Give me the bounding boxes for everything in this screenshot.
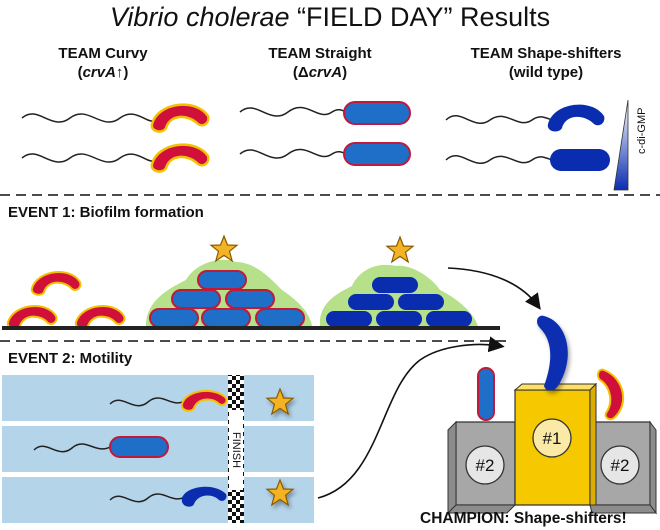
- lane-3-racer: [109, 479, 294, 507]
- title-species: Vibrio cholerae: [109, 2, 290, 32]
- flagellum: [445, 114, 553, 124]
- curved-cell: [181, 486, 227, 507]
- podium-second-left-label: #2: [476, 456, 495, 475]
- lane-1-racer: [109, 388, 294, 415]
- curved-cell: [74, 304, 126, 330]
- curved-cell: [30, 270, 82, 296]
- rod-cell: [343, 142, 411, 166]
- curved-cell: [547, 104, 605, 132]
- finish-label-bg: [229, 410, 243, 490]
- team-curvy-name: TEAM Curvy: [58, 45, 148, 62]
- team-curvy-cells: [21, 103, 210, 173]
- flagellum: [21, 113, 157, 123]
- flagellum: [21, 153, 157, 163]
- star-icon: [386, 236, 414, 263]
- team-shapeshifters-genotype: (wild type): [508, 64, 584, 81]
- star-icon: [210, 235, 238, 262]
- team-shapeshifters-label: TEAM Shape-shifters (wild type): [446, 44, 646, 82]
- biofilm-shapeshifters: [319, 236, 478, 327]
- flagellum: [239, 106, 347, 117]
- title-rest: “FIELD DAY” Results: [289, 2, 551, 32]
- curved-cell: [6, 304, 58, 330]
- curved-cell: [150, 143, 210, 173]
- team-straight-cells: [239, 101, 411, 166]
- figure-title: Vibrio cholerae “FIELD DAY” Results: [0, 2, 660, 33]
- arrow-motility-to-podium: [317, 336, 505, 499]
- rod-cell: [550, 149, 610, 171]
- finish-label: FINISH: [230, 432, 242, 468]
- flagellum: [239, 148, 347, 159]
- champion-caption: CHAMPION: Shape-shifters!: [420, 510, 627, 527]
- podium-rod-cell: [477, 367, 495, 421]
- team-curvy-label: TEAM Curvy (crvA↑): [18, 44, 188, 82]
- surface-line: [2, 326, 500, 330]
- rod-cell: [343, 101, 411, 125]
- event-1-label: EVENT 1: Biofilm formation: [8, 204, 204, 221]
- curved-cell: [150, 103, 210, 133]
- podium-curved-red-cell: [596, 368, 624, 421]
- podium-second-right-label: #2: [611, 456, 630, 475]
- event-2-label: EVENT 2: Motility: [8, 350, 133, 367]
- biofilm-curvy: [6, 270, 126, 330]
- team-curvy-genotype: (crvA↑): [77, 64, 129, 81]
- flagellum: [445, 154, 553, 164]
- team-straight-label: TEAM Straight (ΔcrvA): [235, 44, 405, 82]
- team-straight-name: TEAM Straight: [268, 45, 372, 62]
- biofilm-matrix: [319, 264, 478, 326]
- team-shapeshifters-cells: [445, 104, 610, 171]
- c-di-gmp-gradient-icon: [613, 99, 629, 191]
- team-straight-genotype: (ΔcrvA): [292, 64, 348, 81]
- curved-cell: [180, 389, 228, 412]
- team-shapeshifters-name: TEAM Shape-shifters: [470, 45, 622, 62]
- lane-3: [2, 477, 314, 523]
- rod-cell: [109, 436, 169, 458]
- c-di-gmp-label: c-di-GMP: [636, 107, 648, 154]
- arrow-biofilm-to-podium: [447, 267, 541, 310]
- podium-first-label: #1: [543, 429, 562, 448]
- biofilm-straight: [146, 235, 312, 328]
- lane-2-racer: [33, 436, 169, 458]
- podium-champion-cell: [537, 315, 568, 391]
- podium: #1 #2 #2: [446, 382, 657, 515]
